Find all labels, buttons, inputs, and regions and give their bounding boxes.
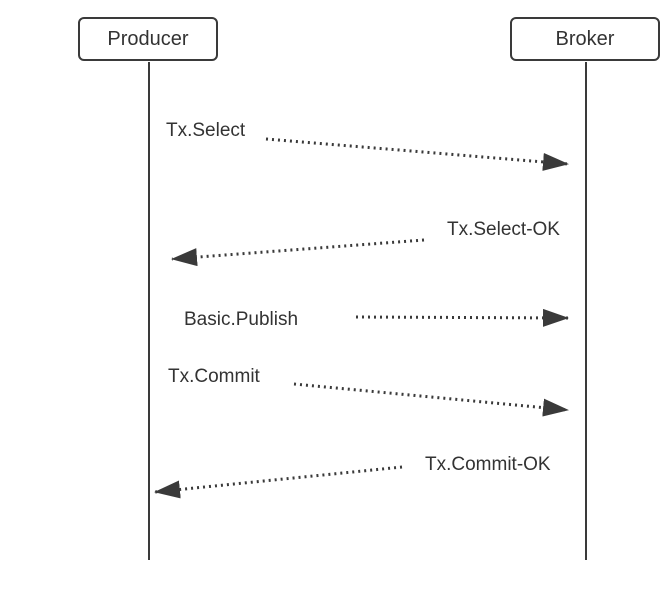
- producer-label: Producer: [107, 27, 189, 50]
- arrow-tx-select-ok: [171, 238, 425, 267]
- broker-label: Broker: [555, 27, 615, 50]
- message-label: Tx.Select-OK: [447, 219, 560, 240]
- broker-box: Broker: [510, 17, 660, 61]
- arrow-tx-commit: [293, 382, 569, 417]
- arrow-tx-commit-ok: [154, 465, 403, 499]
- arrow-tx-select: [265, 137, 569, 171]
- message-label: Tx.Commit-OK: [425, 454, 551, 475]
- message-label: Basic.Publish: [184, 309, 299, 330]
- arrow-basic-publish: [355, 308, 569, 327]
- message-label: Tx.Commit: [168, 366, 260, 387]
- message-label: Tx.Select: [166, 120, 246, 141]
- producer-box: Producer: [78, 17, 218, 61]
